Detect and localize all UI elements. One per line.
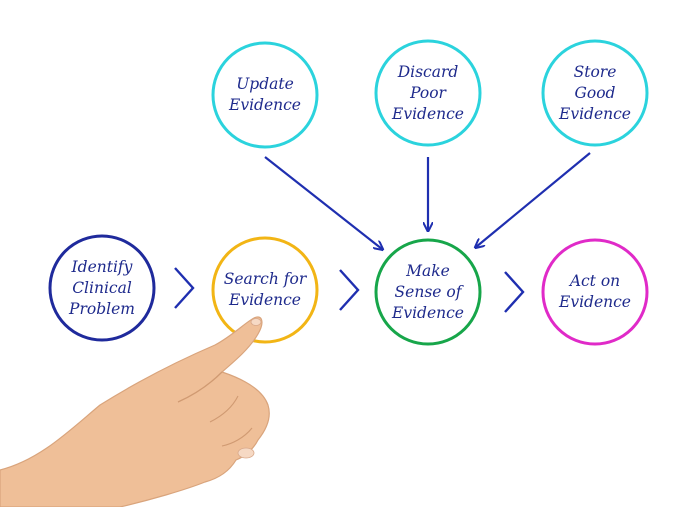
node-make-circle: [374, 238, 482, 346]
chevron-search-to-make: [339, 269, 360, 311]
node-search-label: Search for Evidence: [223, 270, 307, 309]
node-make-label: Make Sense of Evidence: [392, 261, 464, 322]
arrow-update-to-make: [264, 156, 382, 249]
node-store-label: Store Good Evidence: [559, 62, 631, 123]
node-update-label: Update Evidence: [229, 75, 301, 114]
node-act-label: Act on Evidence: [559, 272, 631, 311]
node-discard-circle: [374, 39, 482, 147]
chevron-make-to-act: [504, 271, 525, 313]
node-act-circle: [541, 238, 649, 346]
node-search-circle: [211, 236, 319, 344]
node-update-circle: [211, 41, 319, 149]
pointing-hand-icon: [0, 316, 270, 507]
arrow-store-to-make: [476, 152, 591, 247]
node-identify-circle: [48, 234, 156, 342]
node-discard-label: Discard Poor Evidence: [392, 62, 464, 123]
node-identify-label: Identify Clinical Problem: [69, 257, 135, 318]
node-store-circle: [541, 39, 649, 147]
chevron-identify-to-search: [174, 267, 195, 309]
